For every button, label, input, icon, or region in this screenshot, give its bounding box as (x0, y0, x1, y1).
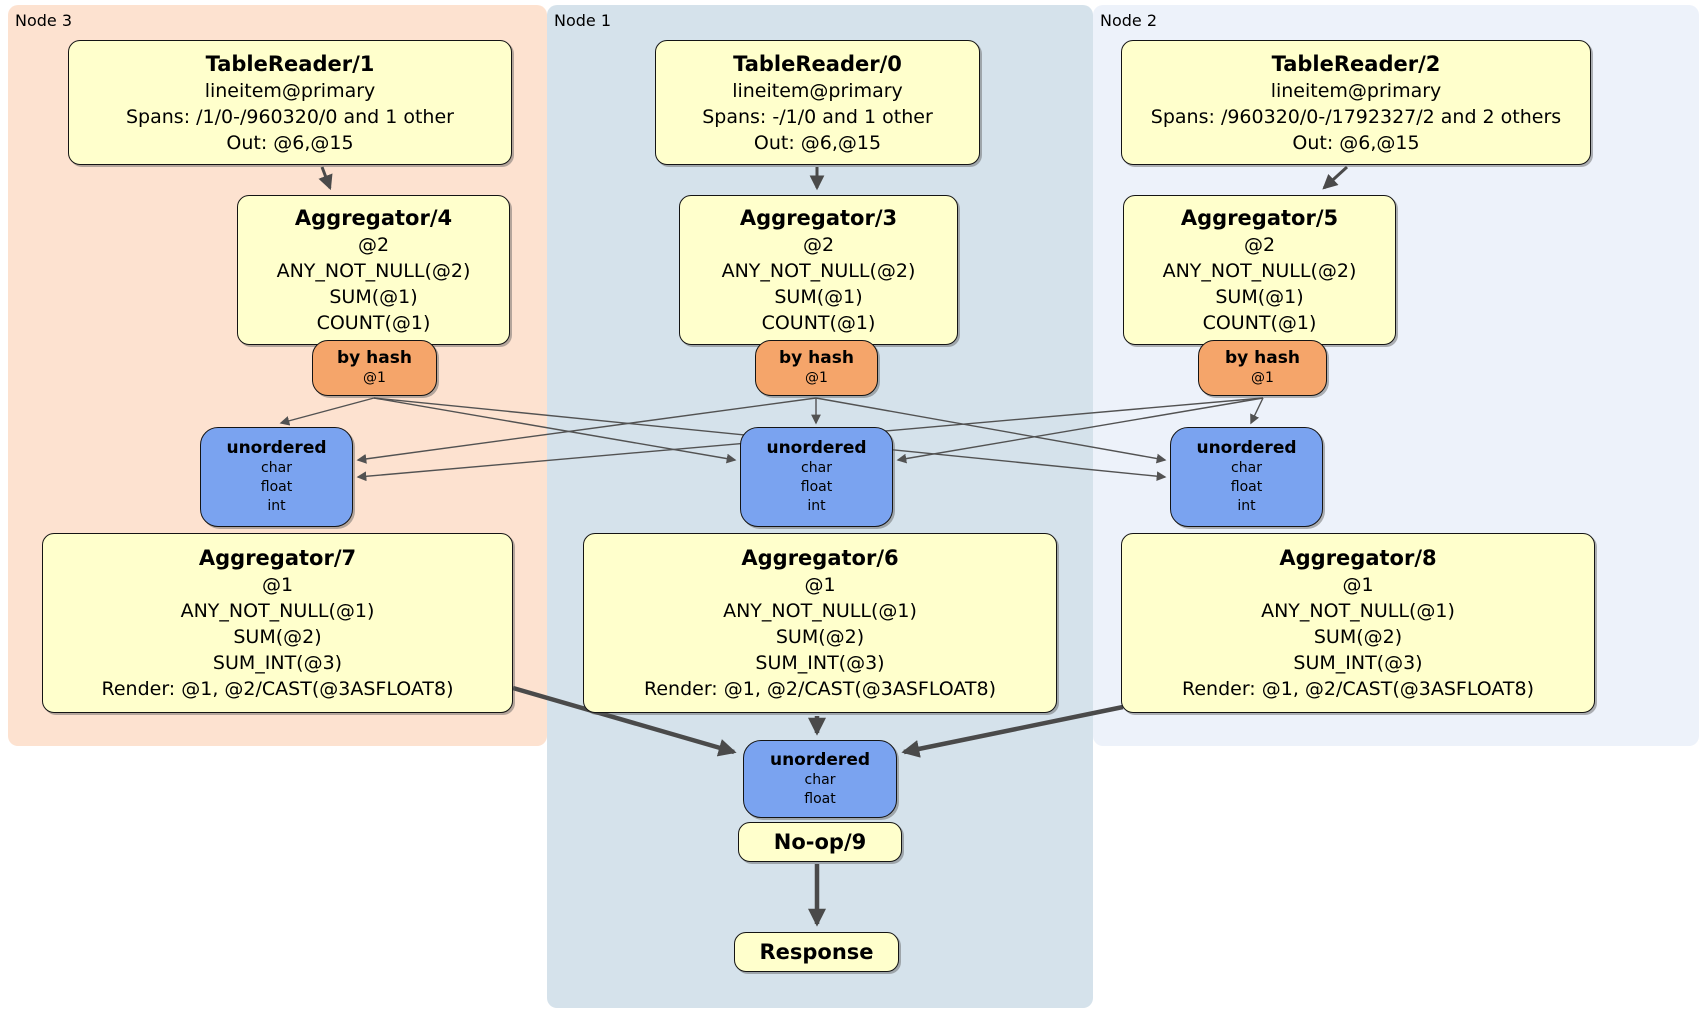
tablereader1-box: TableReader/1 lineitem@primary Spans: /1… (68, 40, 512, 165)
aggregator6-group: @1 (804, 574, 836, 596)
aggregator4-box: Aggregator/4 @2 ANY_NOT_NULL(@2) SUM(@1)… (237, 195, 510, 345)
response-box: Response (734, 932, 899, 972)
edge-byhash5-unordered8 (1250, 397, 1264, 425)
aggregator8-box: Aggregator/8 @1 ANY_NOT_NULL(@1) SUM(@2)… (1121, 533, 1595, 713)
node3-region-label: Node 3 (15, 11, 73, 30)
tablereader0-title: TableReader/0 (733, 51, 902, 76)
aggregator4-fn1: ANY_NOT_NULL(@2) (276, 260, 471, 282)
response-title: Response (759, 940, 874, 964)
unordered7-type3: int (267, 498, 286, 514)
aggregator4-fn3: COUNT(@1) (316, 312, 431, 334)
edge-byhash3-unordered7 (356, 397, 817, 464)
tablereader1-title: TableReader/1 (205, 51, 375, 76)
aggregator5-box: Aggregator/5 @2 ANY_NOT_NULL(@2) SUM(@1)… (1123, 195, 1396, 345)
aggregator8-fn1: ANY_NOT_NULL(@1) (1261, 600, 1455, 622)
tablereader0-spans: Spans: -/1/0 and 1 other (702, 105, 933, 128)
edge-aggregator8-unordered9 (901, 704, 1124, 758)
unordered9-type1: char (804, 771, 836, 788)
aggregator6-box: Aggregator/6 @1 ANY_NOT_NULL(@1) SUM(@2)… (583, 533, 1057, 713)
aggregator4-title: Aggregator/4 (294, 206, 453, 230)
edge-byhash3-unordered8 (815, 397, 1167, 464)
aggregator5-fn1: ANY_NOT_NULL(@2) (1162, 260, 1357, 282)
byhash3-key: @1 (805, 370, 828, 386)
aggregator6-fn1: ANY_NOT_NULL(@1) (723, 600, 917, 622)
byhash5-key: @1 (1251, 370, 1274, 386)
unordered6-type2: float (800, 479, 833, 495)
byhash3-title: by hash (779, 348, 854, 368)
aggregator8-group: @1 (1342, 574, 1374, 596)
aggregator3-group: @2 (802, 234, 835, 256)
byhash4-key: @1 (363, 370, 386, 386)
unordered8-sync: unordered char float int (1170, 427, 1323, 527)
tablereader1-spans: Spans: /1/0-/960320/0 and 1 other (126, 105, 454, 128)
edge-tablereader1-aggregator4 (318, 166, 333, 191)
unordered9-type2: float (804, 790, 836, 807)
aggregator4-group: @2 (357, 234, 390, 256)
unordered6-type3: int (807, 498, 826, 514)
edge-byhash5-unordered6 (896, 397, 1264, 464)
aggregator6-title: Aggregator/6 (741, 546, 899, 570)
byhash5-router: by hash @1 (1198, 340, 1327, 396)
aggregator8-fn2: SUM(@2) (1313, 626, 1403, 648)
aggregator8-fn3: SUM_INT(@3) (1293, 652, 1423, 674)
byhash4-title: by hash (337, 348, 412, 368)
unordered8-type3: int (1237, 498, 1256, 514)
aggregator7-title: Aggregator/7 (198, 546, 357, 570)
edge-aggregator7-unordered9 (512, 685, 737, 757)
unordered9-sync: unordered char float (743, 740, 897, 818)
aggregator6-fn2: SUM(@2) (775, 626, 865, 648)
byhash4-router: by hash @1 (312, 340, 437, 396)
aggregator7-fn2: SUM(@2) (233, 626, 322, 648)
tablereader2-out: Out: @6,@15 (1292, 131, 1420, 154)
aggregator3-fn1: ANY_NOT_NULL(@2) (721, 260, 916, 282)
tablereader2-index: lineitem@primary (1270, 79, 1442, 102)
edge-tablereader2-aggregator5 (1322, 165, 1349, 190)
tablereader1-out: Out: @6,@15 (226, 131, 354, 154)
unordered8-type1: char (1231, 460, 1262, 476)
aggregator4-fn2: SUM(@1) (329, 286, 418, 308)
aggregator7-box: Aggregator/7 @1 ANY_NOT_NULL(@1) SUM(@2)… (42, 533, 513, 713)
unordered6-title: unordered (766, 438, 867, 458)
unordered8-type2: float (1230, 479, 1263, 495)
aggregator5-group: @2 (1243, 234, 1276, 256)
unordered9-title: unordered (769, 749, 871, 770)
unordered8-title: unordered (1196, 438, 1297, 458)
tablereader2-box: TableReader/2 lineitem@primary Spans: /9… (1121, 40, 1591, 165)
aggregator6-render: Render: @1, @2/CAST(@3ASFLOAT8) (644, 678, 996, 700)
tablereader0-box: TableReader/0 lineitem@primary Spans: -/… (655, 40, 980, 165)
tablereader2-spans: Spans: /960320/0-/1792327/2 and 2 others (1150, 105, 1562, 128)
aggregator8-title: Aggregator/8 (1279, 546, 1437, 570)
tablereader0-index: lineitem@primary (732, 79, 903, 102)
byhash3-router: by hash @1 (755, 340, 878, 396)
aggregator5-fn3: COUNT(@1) (1202, 312, 1317, 334)
unordered7-title: unordered (226, 438, 327, 458)
unordered7-type1: char (261, 460, 292, 476)
aggregator7-fn3: SUM_INT(@3) (212, 652, 343, 674)
aggregator5-fn2: SUM(@1) (1215, 286, 1304, 308)
aggregator7-fn1: ANY_NOT_NULL(@1) (180, 600, 375, 622)
aggregator7-render: Render: @1, @2/CAST(@3ASFLOAT8) (101, 678, 454, 700)
unordered6-sync: unordered char float int (740, 427, 893, 527)
byhash5-title: by hash (1225, 348, 1300, 368)
aggregator6-fn3: SUM_INT(@3) (755, 652, 885, 674)
aggregator5-title: Aggregator/5 (1180, 206, 1339, 230)
unordered6-type1: char (801, 460, 832, 476)
noop9-title: No-op/9 (773, 830, 867, 854)
node1-region-label: Node 1 (554, 11, 612, 30)
edge-byhash4-unordered7 (279, 397, 375, 426)
aggregator3-box: Aggregator/3 @2 ANY_NOT_NULL(@2) SUM(@1)… (679, 195, 958, 345)
aggregator3-fn2: SUM(@1) (774, 286, 863, 308)
aggregator7-group: @1 (261, 574, 294, 596)
aggregator3-fn3: COUNT(@1) (761, 312, 876, 334)
tablereader0-out: Out: @6,@15 (753, 131, 882, 154)
unordered7-type2: float (260, 479, 293, 495)
aggregator8-render: Render: @1, @2/CAST(@3ASFLOAT8) (1182, 678, 1534, 700)
node2-region-label: Node 2 (1100, 11, 1158, 30)
unordered7-sync: unordered char float int (200, 427, 353, 527)
tablereader2-title: TableReader/2 (1271, 51, 1441, 76)
noop9-box: No-op/9 (738, 822, 902, 862)
tablereader1-index: lineitem@primary (204, 79, 376, 102)
aggregator3-title: Aggregator/3 (739, 206, 898, 230)
